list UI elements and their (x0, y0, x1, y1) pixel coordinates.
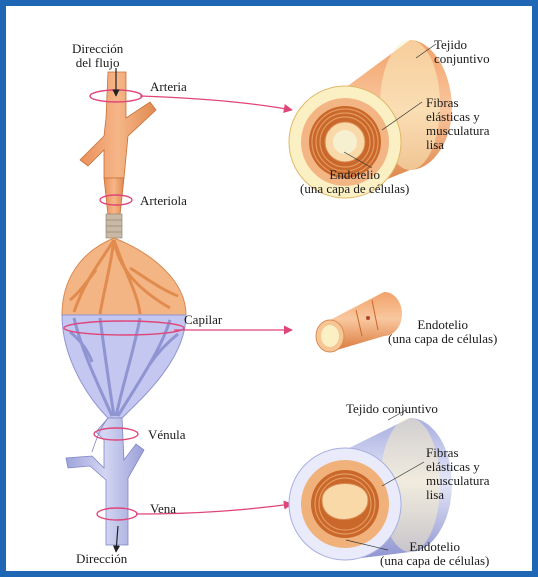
artery-trunk (80, 72, 156, 238)
flow-direction-line1: Dirección (72, 42, 123, 56)
venule-label: Vénula (148, 428, 186, 442)
pointer-arrow-artery (140, 96, 292, 110)
capillary-label: Capilar (184, 313, 222, 327)
vein-endothelium-label: Endotelio (una capa de células) (380, 540, 489, 568)
artery-fibers-line1: Fibras (426, 96, 490, 110)
artery-fibers-line4: lisa (426, 138, 490, 152)
artery-fibers-line3: musculatura (426, 124, 490, 138)
vein-label: Vena (150, 502, 176, 516)
vein-connective-tissue-label: Tejido conjuntivo (346, 402, 438, 416)
vein-trunk (66, 418, 144, 545)
vein-fibers-label: Fibras elásticas y musculatura lisa (426, 446, 490, 502)
capillary-bed (62, 238, 186, 418)
artery-label: Arteria (150, 80, 187, 94)
vein-endothelium-line2: (una capa de células) (380, 554, 489, 568)
vein-fibers-line4: lisa (426, 488, 490, 502)
flow-direction-label-bottom: Dirección (76, 552, 127, 566)
flow-direction-label-top: Dirección del flujo (72, 42, 123, 70)
arteriole-label: Arteriola (140, 194, 187, 208)
artery-endothelium-line1: Endotelio (300, 168, 409, 182)
artery-fibers-label: Fibras elásticas y musculatura lisa (426, 96, 490, 152)
capillary-endothelium-line2: (una capa de células) (388, 332, 497, 346)
artery-connective-line2: conjuntivo (434, 52, 490, 66)
artery-connective-tissue-label: Tejido conjuntivo (434, 38, 490, 66)
artery-endothelium-label: Endotelio (una capa de células) (300, 168, 409, 196)
vein-fibers-line2: elásticas y (426, 460, 490, 474)
artery-endothelium-line2: (una capa de células) (300, 182, 409, 196)
capillary-endothelium-label: Endotelio (una capa de células) (388, 318, 497, 346)
flow-direction-line2: del flujo (72, 56, 123, 70)
vein-fibers-line1: Fibras (426, 446, 490, 460)
artery-connective-line1: Tejido (434, 38, 490, 52)
vein-fibers-line3: musculatura (426, 474, 490, 488)
artery-fibers-line2: elásticas y (426, 110, 490, 124)
vein-endothelium-line1: Endotelio (380, 540, 489, 554)
capillary-endothelium-line1: Endotelio (388, 318, 497, 332)
